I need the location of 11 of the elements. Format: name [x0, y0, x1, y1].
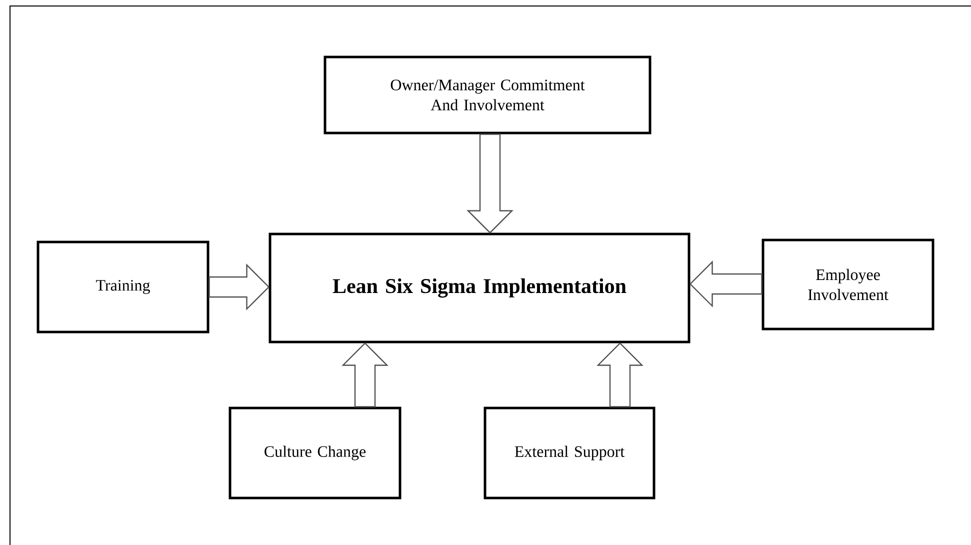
- block-arrow: [689, 260, 762, 308]
- factor-box: Training: [36, 240, 210, 334]
- factor-box: Owner/Manager Commitment And Involvement: [324, 56, 652, 134]
- block-arrow: [208, 264, 270, 310]
- factor-box: Employee Involvement: [762, 238, 934, 330]
- factor-box: External Support: [484, 406, 656, 500]
- block-arrow: [596, 342, 644, 408]
- block-arrow: [466, 134, 514, 234]
- central-box: Lean Six Sigma Implementation: [268, 232, 690, 344]
- block-arrow: [342, 342, 388, 408]
- factor-box: Culture Change: [228, 406, 402, 500]
